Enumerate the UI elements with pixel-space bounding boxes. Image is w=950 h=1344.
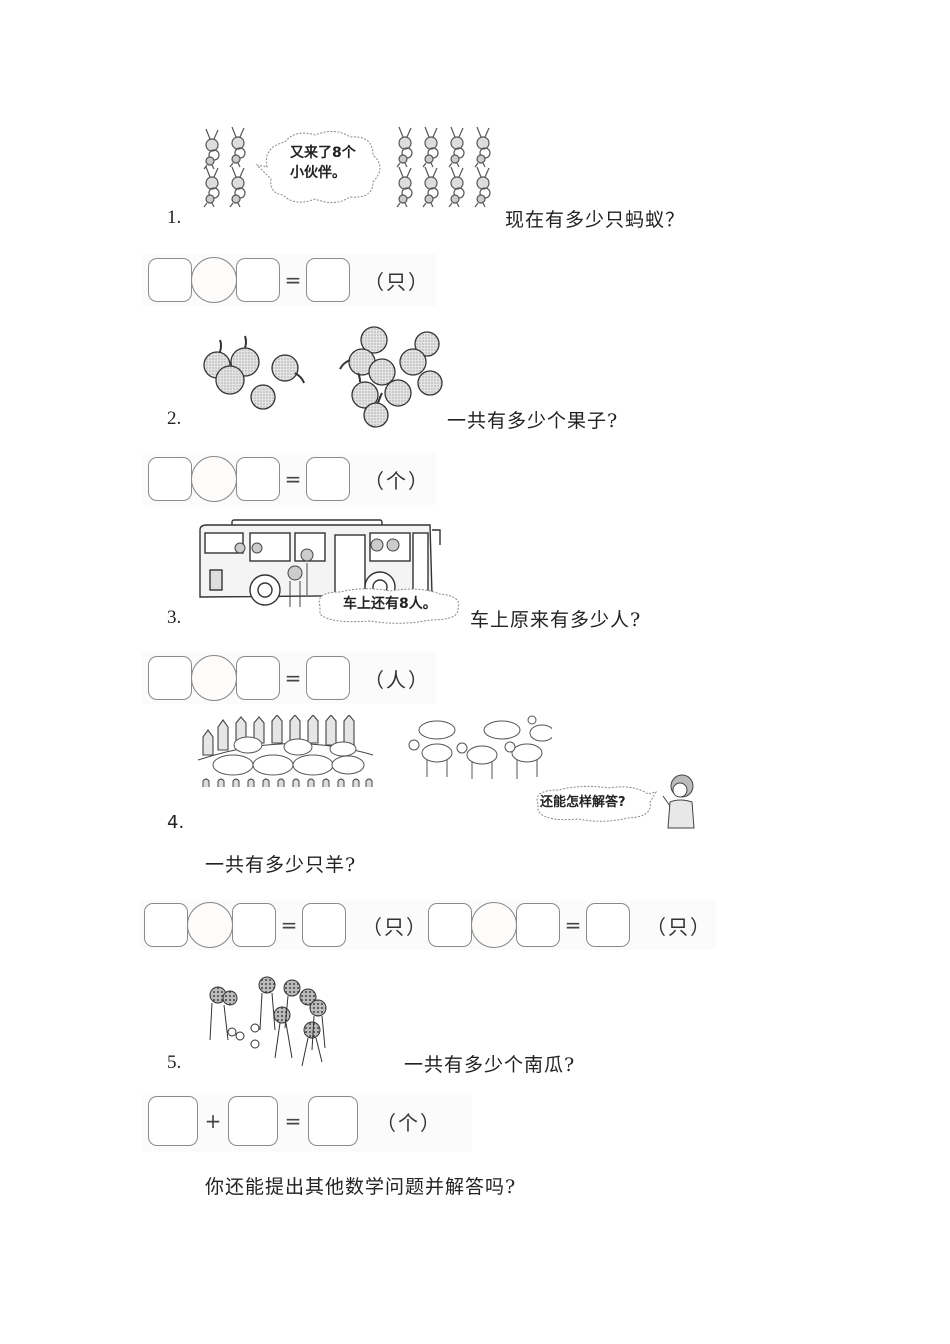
answer-box[interactable]: [144, 903, 188, 947]
answer-box[interactable]: [236, 656, 280, 700]
answer-box[interactable]: [148, 457, 192, 501]
question-number: 4.: [167, 812, 185, 833]
children-pumpkins-illustration: [209, 976, 327, 1067]
goats-illustration: [408, 715, 552, 779]
operator-circle[interactable]: [191, 456, 237, 502]
question-number: 3.: [167, 607, 182, 628]
answer-box[interactable]: [148, 656, 192, 700]
question-text: 现在有多少只蚂蚁？: [505, 209, 686, 231]
answer-box[interactable]: [232, 903, 276, 947]
unit-label: （只）: [362, 914, 428, 939]
question-text: 一共有多少个果子?: [447, 410, 619, 432]
unit-label: （只）: [364, 269, 430, 294]
speech-bubble-text: 还能怎样解答?: [540, 795, 626, 810]
unit-label: （人）: [364, 667, 430, 692]
answer-box[interactable]: [516, 903, 560, 947]
question-text: 一共有多少只羊?: [205, 854, 357, 876]
question-number: 2.: [167, 408, 182, 429]
speech-bubble-text: 又来了8个 小伙伴。: [290, 145, 356, 181]
result-box[interactable]: [302, 903, 346, 947]
unit-label: （个）: [376, 1110, 442, 1135]
answer-box[interactable]: [428, 903, 472, 947]
answer-box[interactable]: [148, 258, 192, 302]
speech-bubble-shape: [255, 131, 381, 203]
speech-bubble-shape: [318, 588, 460, 624]
ants-right-illustration: [396, 126, 491, 208]
operator-circle[interactable]: [187, 902, 233, 948]
sheep-pen-illustration: [198, 715, 374, 787]
equation-row: = （只） = （只）: [140, 900, 716, 950]
result-box[interactable]: [308, 1096, 358, 1146]
equals-sign: =: [284, 268, 302, 292]
equals-sign: =: [280, 913, 298, 937]
plus-sign: +: [204, 1109, 222, 1133]
result-box[interactable]: [306, 656, 350, 700]
answer-box[interactable]: [228, 1096, 278, 1146]
operator-circle[interactable]: [191, 257, 237, 303]
answer-box[interactable]: [148, 1096, 198, 1146]
operator-circle[interactable]: [471, 902, 517, 948]
question-text: 一共有多少个南瓜?: [404, 1054, 576, 1076]
ants-left-illustration: [203, 126, 246, 208]
fruit-illustration: [203, 326, 443, 428]
operator-circle[interactable]: [191, 655, 237, 701]
unit-label: （个）: [364, 468, 430, 493]
result-box[interactable]: [586, 903, 630, 947]
speech-bubble-shape: [536, 785, 658, 822]
equation-row: = （个）: [142, 453, 436, 505]
question-number: 1.: [167, 207, 182, 228]
teacher-illustration: [662, 774, 695, 829]
equals-sign: =: [564, 913, 582, 937]
speech-bubble-text: 车上还有8人。: [343, 596, 437, 612]
equation-row: = （人）: [142, 652, 436, 704]
equals-sign: =: [284, 1109, 302, 1133]
result-box[interactable]: [306, 258, 350, 302]
unit-label: （只）: [646, 914, 712, 939]
equals-sign: =: [284, 666, 302, 690]
question-text: 车上原来有多少人?: [470, 609, 642, 631]
bus-illustration: [199, 519, 441, 607]
closing-prompt: 你还能提出其他数学问题并解答吗?: [205, 1176, 517, 1198]
question-number: 5.: [167, 1052, 182, 1073]
answer-box[interactable]: [236, 258, 280, 302]
equals-sign: =: [284, 467, 302, 491]
equation-row: + = （个）: [142, 1093, 472, 1152]
equation-row: = （只）: [142, 254, 436, 306]
answer-box[interactable]: [236, 457, 280, 501]
result-box[interactable]: [306, 457, 350, 501]
